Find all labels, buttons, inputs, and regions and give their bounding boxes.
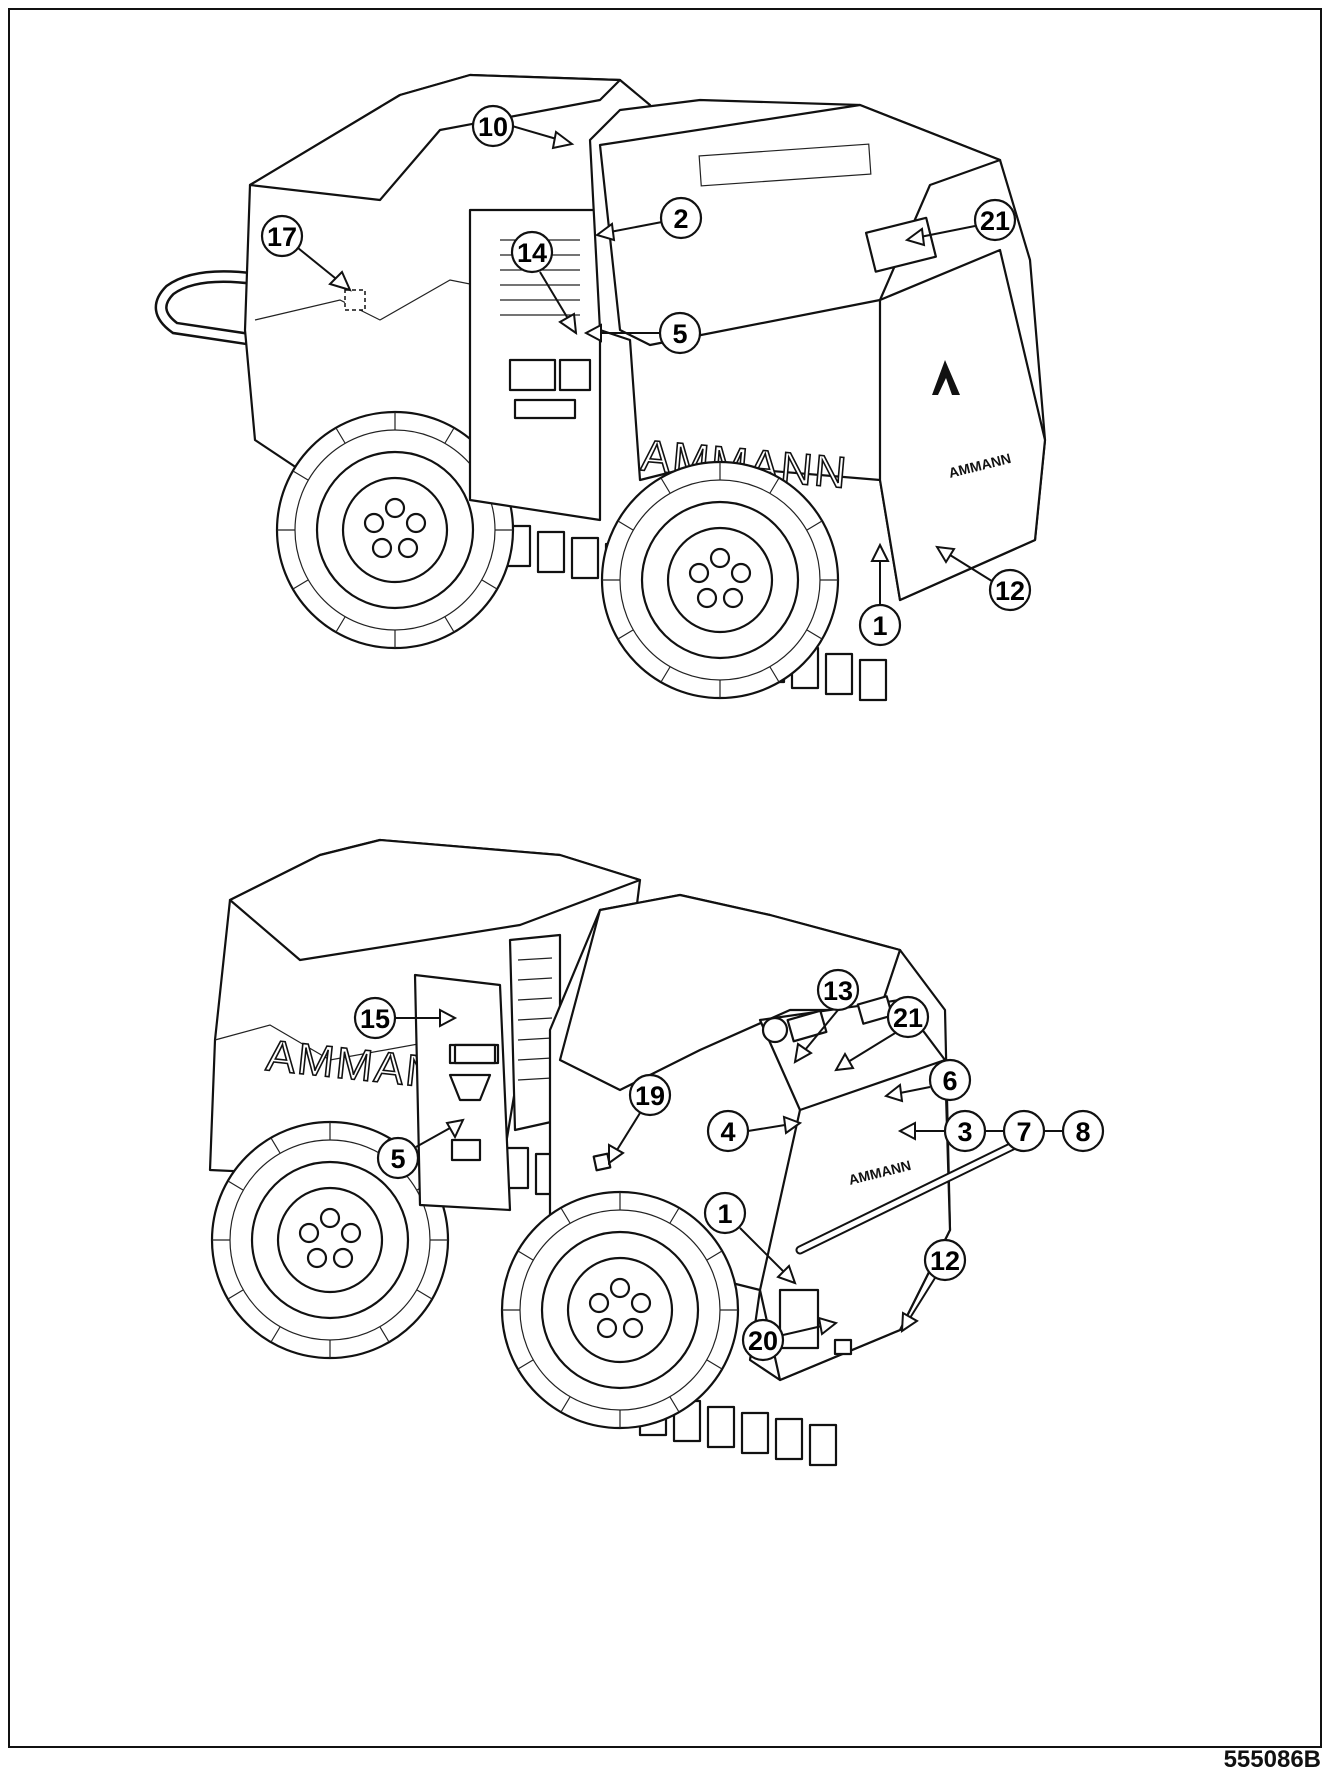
callout-7-bottom: 7 xyxy=(1002,1109,1046,1153)
callouts-top: 10 2 21 17 14 5 12 1 xyxy=(260,104,1032,647)
callout-4-bottom: 4 xyxy=(706,1109,750,1153)
svg-text:6: 6 xyxy=(942,1066,957,1096)
svg-text:2: 2 xyxy=(673,204,688,234)
sticker-1 xyxy=(778,1288,820,1350)
svg-text:21: 21 xyxy=(980,206,1010,236)
callout-1-bottom: 1 xyxy=(703,1191,747,1235)
callout-19-bottom: 19 xyxy=(628,1073,672,1117)
callout-5-top: 5 xyxy=(658,311,702,355)
machine-top-view: AMMANN AMMANN xyxy=(154,73,1047,702)
callout-15-bottom: 15 xyxy=(353,996,397,1040)
sticker-6 xyxy=(856,995,894,1025)
sticker-20 xyxy=(833,1338,853,1356)
svg-text:1: 1 xyxy=(717,1199,732,1229)
callout-10-top: 10 xyxy=(471,104,515,148)
callout-2-top: 2 xyxy=(659,196,703,240)
document-id: 555086B xyxy=(1223,1746,1321,1773)
callout-21-bottom: 21 xyxy=(886,995,930,1039)
svg-text:21: 21 xyxy=(893,1003,923,1033)
sticker-19 xyxy=(592,1152,612,1172)
sticker-4 xyxy=(786,1009,828,1043)
svg-text:3: 3 xyxy=(957,1117,972,1147)
svg-text:13: 13 xyxy=(823,976,853,1006)
callout-12-bottom: 12 xyxy=(923,1238,967,1282)
svg-text:12: 12 xyxy=(930,1246,960,1276)
svg-text:15: 15 xyxy=(360,1004,390,1034)
svg-text:17: 17 xyxy=(267,222,297,252)
callouts-bottom: 13 21 15 6 19 4 3 7 8 5 1 20 12 xyxy=(353,968,1105,1362)
callout-13-bottom: 13 xyxy=(816,968,860,1012)
callout-5-bottom: 5 xyxy=(376,1136,420,1180)
svg-text:10: 10 xyxy=(478,112,508,142)
svg-text:5: 5 xyxy=(672,319,687,349)
callout-8-bottom: 8 xyxy=(1061,1109,1105,1153)
svg-text:19: 19 xyxy=(635,1081,665,1111)
machine-bottom-view: AMMANN AMMANN xyxy=(208,838,1030,1467)
callout-3-bottom: 3 xyxy=(943,1109,987,1153)
svg-text:20: 20 xyxy=(748,1326,778,1356)
callout-12-top: 12 xyxy=(988,568,1032,612)
callout-21-top: 21 xyxy=(973,198,1017,242)
svg-text:4: 4 xyxy=(720,1117,735,1147)
callout-17-top: 17 xyxy=(260,214,304,258)
callout-1-top: 1 xyxy=(858,603,902,647)
svg-text:8: 8 xyxy=(1075,1117,1090,1147)
callout-20-bottom: 20 xyxy=(741,1318,785,1362)
callout-14-top: 14 xyxy=(510,230,554,274)
callout-6-bottom: 6 xyxy=(928,1058,972,1102)
svg-text:1: 1 xyxy=(872,611,887,641)
svg-text:5: 5 xyxy=(390,1144,405,1174)
svg-text:14: 14 xyxy=(517,238,547,268)
svg-text:12: 12 xyxy=(995,576,1025,606)
sticker-15 xyxy=(453,1043,497,1065)
svg-text:7: 7 xyxy=(1016,1117,1031,1147)
sticker-17-placeholder xyxy=(344,289,366,311)
figure-frame xyxy=(8,8,1322,1748)
